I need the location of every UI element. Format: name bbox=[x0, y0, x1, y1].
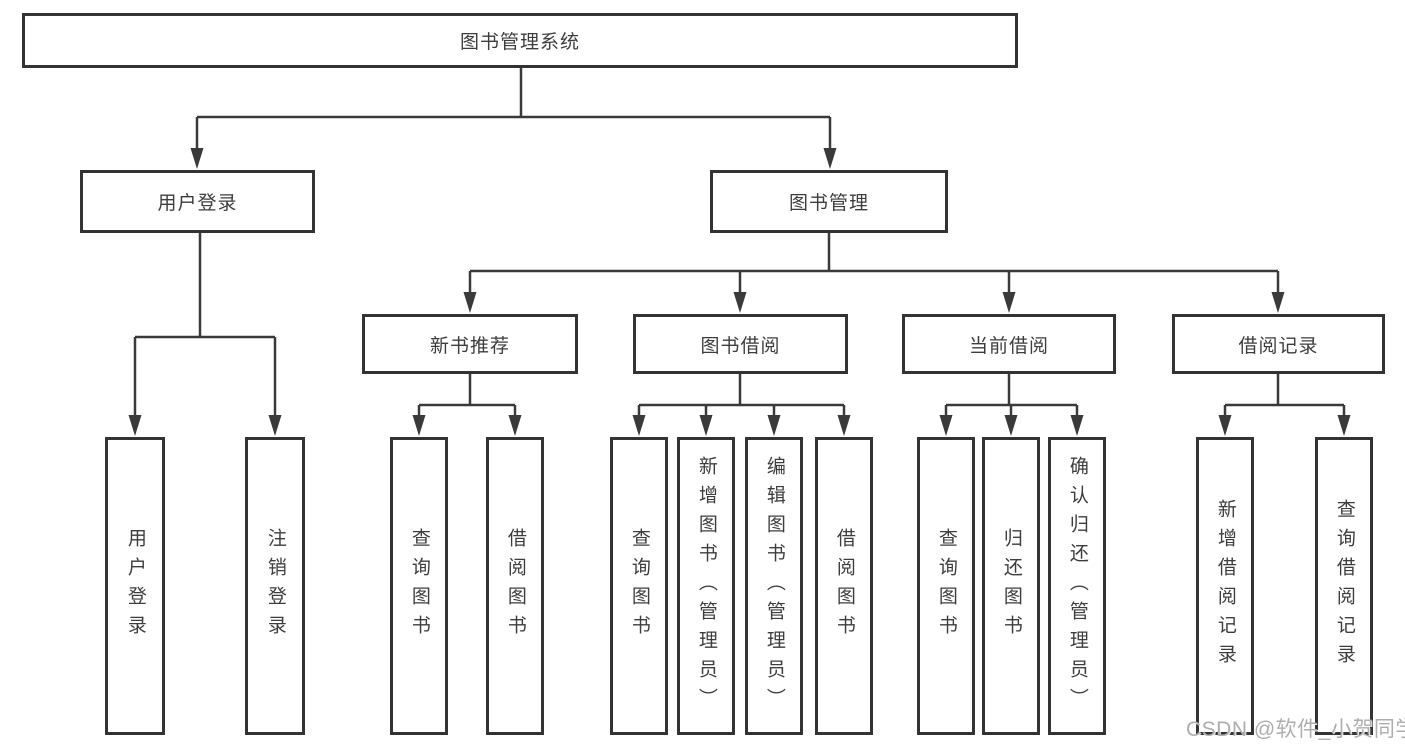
leaf-label: 查询图书 bbox=[935, 528, 957, 644]
tree-edges bbox=[133, 68, 1346, 421]
node-current-borrow: 当前借阅 bbox=[902, 314, 1116, 374]
leaf-label: 注销登录 bbox=[264, 528, 286, 644]
leaf-add-books-admin: 新增图书（管理员） bbox=[677, 437, 735, 735]
node-new-book-recommend: 新书推荐 bbox=[362, 314, 578, 374]
leaf-label: 查询图书 bbox=[628, 528, 650, 644]
leaf-confirm-return-admin: 确认归还（管理员） bbox=[1048, 437, 1106, 735]
leaf-label: 确认归还（管理员） bbox=[1066, 455, 1088, 717]
node-library-management-system: 图书管理系统 bbox=[22, 13, 1018, 68]
node-label: 用户登录 bbox=[157, 193, 238, 214]
node-book-management-module: 图书管理 bbox=[710, 170, 948, 233]
leaf-label: 查询图书 bbox=[408, 528, 430, 644]
leaf-label: 新增图书（管理员） bbox=[695, 455, 717, 717]
node-label: 图书管理 bbox=[788, 193, 869, 214]
leaf-label: 编辑图书（管理员） bbox=[763, 455, 785, 717]
node-label: 新书推荐 bbox=[429, 335, 510, 357]
leaf-label: 借阅图书 bbox=[833, 528, 855, 644]
leaf-label: 借阅图书 bbox=[504, 528, 526, 644]
leaf-query-books-recommend: 查询图书 bbox=[390, 437, 448, 735]
leaf-query-books-borrow: 查询图书 bbox=[610, 437, 668, 735]
node-label: 图书管理系统 bbox=[459, 32, 580, 53]
node-label: 借阅记录 bbox=[1238, 335, 1319, 357]
node-label: 当前借阅 bbox=[968, 335, 1049, 357]
leaf-label: 查询借阅记录 bbox=[1333, 499, 1355, 673]
leaf-query-books-current: 查询图书 bbox=[917, 437, 975, 735]
node-user-login-module: 用户登录 bbox=[80, 170, 315, 233]
csdn-watermark: CSDN @软件_小贺同学 bbox=[1186, 718, 1405, 741]
node-book-borrow: 图书借阅 bbox=[633, 314, 848, 374]
leaf-borrow-books: 借阅图书 bbox=[815, 437, 873, 735]
leaf-logout: 注销登录 bbox=[245, 437, 305, 735]
leaf-label: 新增借阅记录 bbox=[1214, 499, 1236, 673]
leaf-return-books: 归还图书 bbox=[982, 437, 1040, 735]
leaf-user-login: 用户登录 bbox=[105, 437, 165, 735]
node-borrow-records: 借阅记录 bbox=[1172, 314, 1385, 374]
leaf-label: 用户登录 bbox=[124, 528, 146, 644]
leaf-query-borrow-record: 查询借阅记录 bbox=[1315, 437, 1373, 735]
arrowhead-icons bbox=[128, 148, 1351, 436]
leaf-label: 归还图书 bbox=[1000, 528, 1022, 644]
leaf-add-borrow-record: 新增借阅记录 bbox=[1196, 437, 1254, 735]
leaf-edit-books-admin: 编辑图书（管理员） bbox=[745, 437, 803, 735]
node-label: 图书借阅 bbox=[700, 335, 781, 357]
leaf-borrow-books-recommend: 借阅图书 bbox=[486, 437, 544, 735]
